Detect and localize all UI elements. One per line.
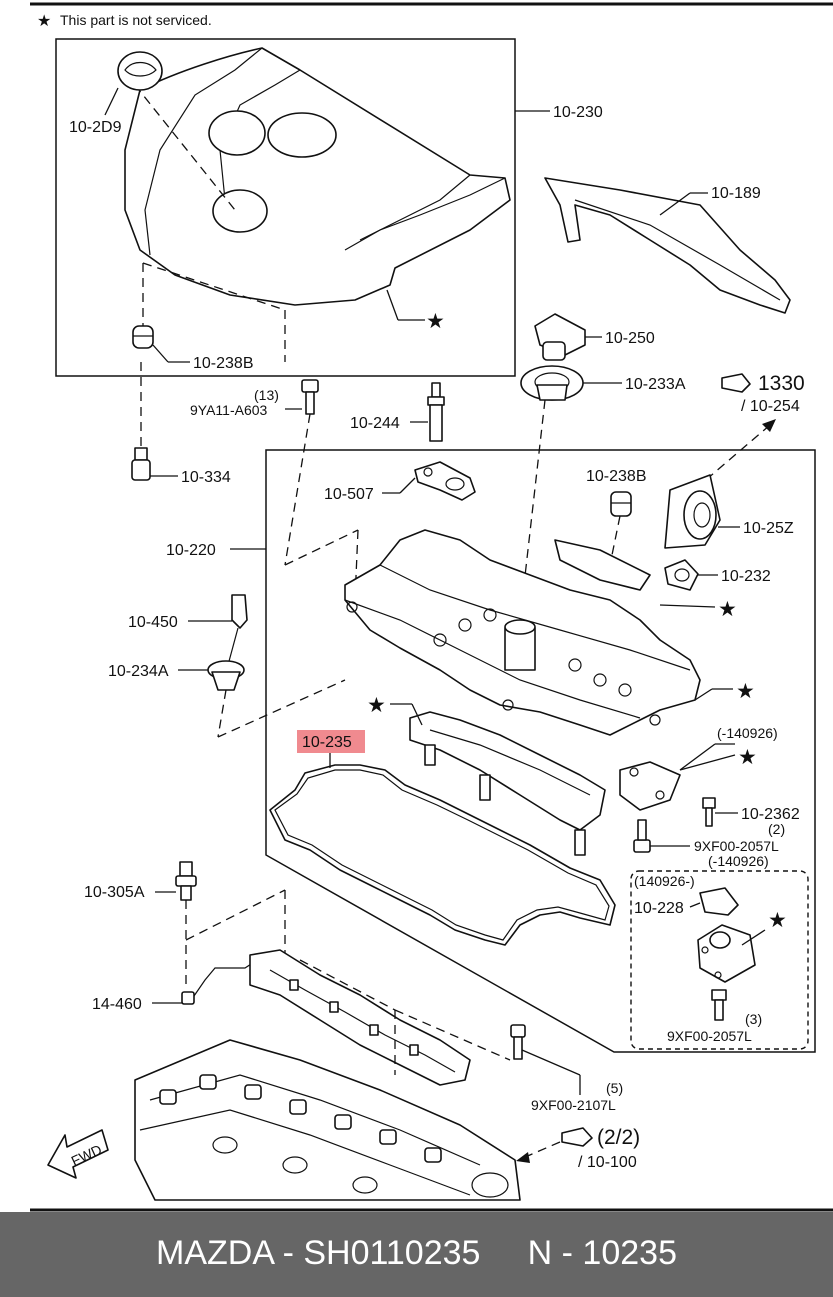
label-10-234A: 10-234A — [108, 663, 169, 680]
stud-10-244 — [427, 382, 445, 442]
label-10-238B-top: 10-238B — [193, 355, 254, 372]
label-10-189: 10-189 — [711, 185, 761, 202]
baffle-star-icon: ★ — [367, 694, 386, 717]
label-10-220: 10-220 — [166, 542, 216, 559]
filler-cap-seal — [520, 365, 584, 401]
label-9YA11-A603: 9YA11-A603 — [190, 402, 268, 418]
oil-filler-cap — [534, 313, 586, 361]
label-10-244: 10-244 — [350, 415, 400, 432]
dipstick-seal-10-234A — [207, 660, 245, 691]
label-10-254: / 10-254 — [741, 398, 800, 415]
cover-star-icon-3: ★ — [736, 680, 755, 703]
label-10-334: 10-334 — [181, 469, 231, 486]
label-10-232: 10-232 — [721, 568, 771, 585]
cover-star-icon-2: ★ — [718, 598, 737, 621]
gasket-10-228 — [699, 887, 739, 916]
label-10-250: 10-250 — [605, 330, 655, 347]
label-minus-140926-a: (-140926) — [717, 725, 778, 741]
label-10-2362: 10-2362 — [741, 806, 800, 823]
inset-box — [630, 870, 809, 1050]
label-10-450: 10-450 — [128, 614, 178, 631]
label-5: (5) — [606, 1080, 623, 1096]
baffle-plate — [409, 711, 606, 856]
label-10-228: 10-228 — [634, 900, 684, 917]
label-9XF00-2107L: 9XF00-2107L — [531, 1097, 616, 1113]
label-3: (3) — [745, 1011, 762, 1027]
note-star-icon: ★ — [37, 13, 51, 30]
reference-arrow-icon-1330 — [721, 373, 751, 393]
cover-plate — [619, 761, 681, 811]
label-10-100: / 10-100 — [578, 1154, 637, 1171]
parts-diagram: ★ This part is not serviced. 10-2D9 10-2… — [30, 2, 833, 1212]
plate-star-icon: ★ — [738, 746, 757, 769]
highlight-10-235 — [297, 730, 365, 753]
footer-bar — [0, 1212, 833, 1297]
bracket-10-189 — [544, 177, 791, 314]
label-13: (13) — [254, 387, 279, 403]
dipstick-10-450 — [227, 594, 248, 666]
label-10-233A: 10-233A — [625, 376, 686, 393]
label-9XF00-2057L-a: 9XF00-2057L — [694, 838, 779, 854]
label-1330: 1330 — [758, 372, 805, 395]
cylinder-head-cover-box — [265, 449, 816, 1053]
grommet-10-238B — [610, 491, 632, 517]
bolt-inset — [711, 989, 727, 1021]
bolt-9YA11-A603 — [301, 379, 319, 415]
cylinder-head-cover — [344, 529, 701, 736]
reference-arrow-icon-10-100 — [561, 1127, 593, 1147]
grommet-10-238B-top — [132, 325, 154, 349]
cover-star-icon: ★ — [426, 310, 445, 333]
forward-arrow-icon: FWD — [47, 1129, 109, 1179]
label-10-507: 10-507 — [324, 486, 374, 503]
engine-cover — [124, 47, 511, 306]
spacer-10-334 — [131, 447, 151, 481]
gasket-10-507 — [414, 461, 476, 501]
label-10-2D9: 10-2D9 — [69, 119, 122, 136]
mazda-emblem — [117, 51, 163, 91]
label-10-305A: 10-305A — [84, 884, 145, 901]
label-2: (2) — [768, 821, 785, 837]
label-10-25Z: 10-25Z — [743, 520, 794, 537]
label-10-230: 10-230 — [553, 104, 603, 121]
engine-cover-box — [55, 38, 516, 377]
part-number-caption: MAZDA - SH0110235 N - 10235 — [156, 1234, 677, 1272]
cylinder-head — [134, 1039, 521, 1201]
label-10-235: 10-235 — [302, 734, 352, 751]
bolt-10-2362 — [702, 797, 716, 827]
bolt-10-305A — [175, 861, 197, 901]
gasket-10-232 — [664, 559, 699, 591]
inset-star-icon: ★ — [768, 909, 787, 932]
not-serviced-note: This part is not serviced. — [60, 12, 212, 28]
label-14-460: 14-460 — [92, 996, 142, 1013]
label-10-238B: 10-238B — [586, 468, 647, 485]
label-9XF00-2057L-b: 9XF00-2057L — [667, 1028, 752, 1044]
camshaft-carrier — [249, 949, 471, 1086]
label-140926-minus: (140926-) — [634, 873, 695, 889]
head-cover-gasket — [269, 764, 616, 946]
label-2-of-2: (2/2) — [597, 1126, 640, 1149]
label-minus-140926-b: (-140926) — [708, 853, 769, 869]
cover-10-228 — [697, 924, 756, 983]
pcv-valve-10-25Z — [664, 474, 721, 549]
bolt-9XF00-2057L — [633, 819, 651, 853]
bolt-9XF00-2107L — [510, 1024, 526, 1060]
